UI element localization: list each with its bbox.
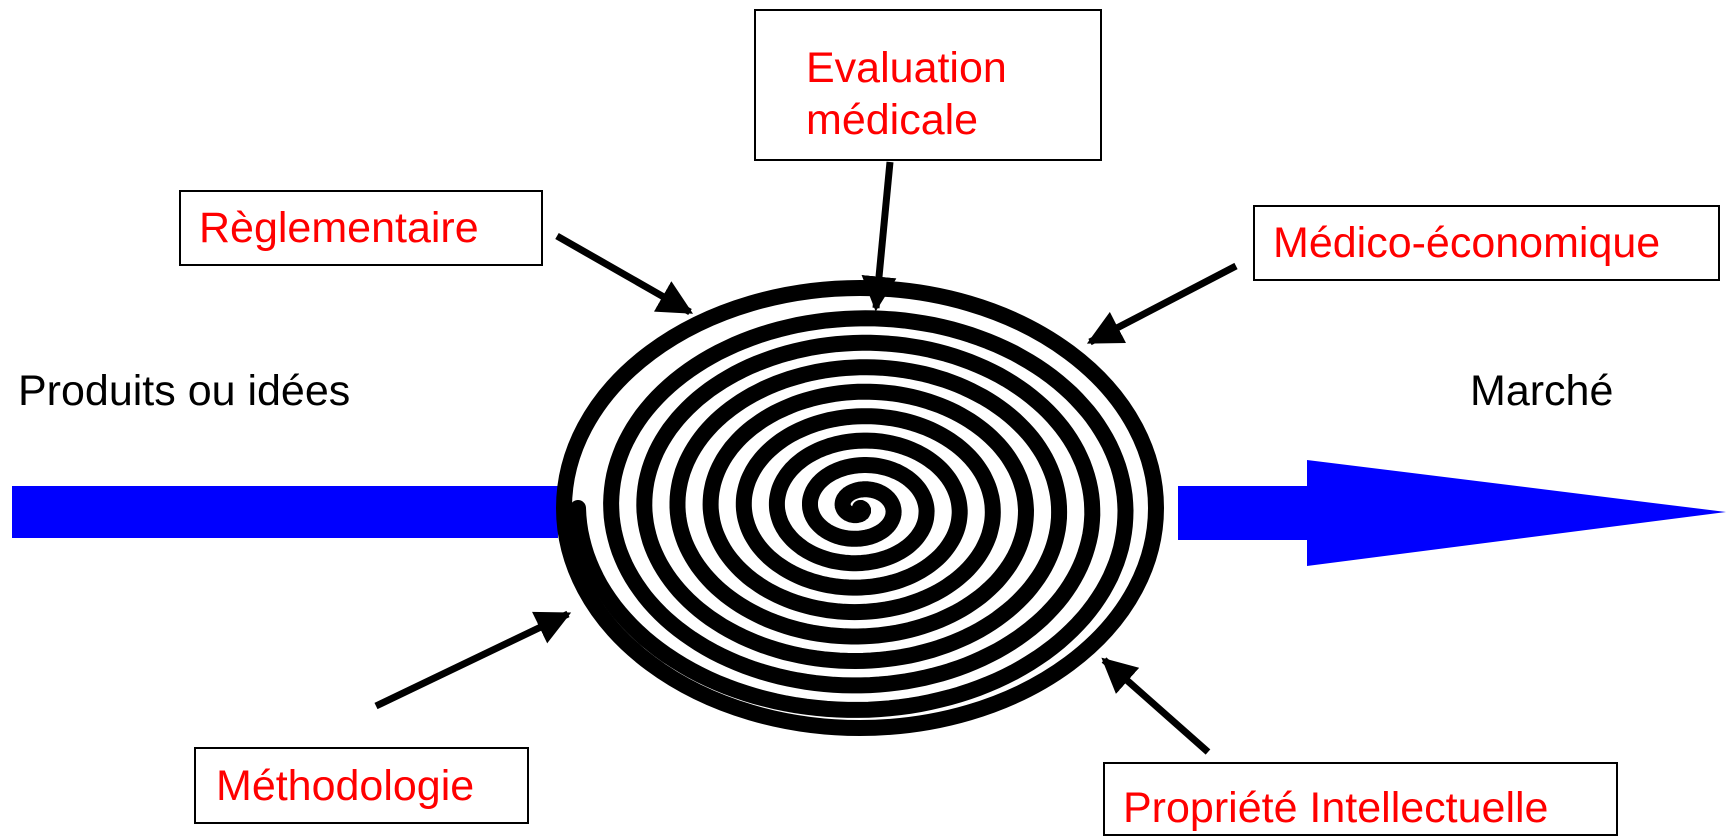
pointer-arrow-methodologie <box>374 610 572 710</box>
pointer-arrow-evaluation <box>861 161 897 312</box>
input-label: Produits ou idées <box>18 367 351 415</box>
factor-box-medico-economique: Médico-économique <box>1253 205 1720 281</box>
pointer-arrow-medico <box>1086 262 1238 346</box>
factor-box-reglementaire: Règlementaire <box>179 190 543 266</box>
factor-evaluation-line2: médicale <box>806 96 979 144</box>
factor-evaluation-line1: Evaluation <box>806 44 1007 92</box>
spiral-icon <box>556 280 1164 736</box>
pointer-arrow-propriete <box>1101 657 1211 755</box>
factor-box-methodologie: Méthodologie <box>194 747 529 824</box>
output-label: Marché <box>1470 367 1614 415</box>
input-flow-bar <box>12 486 558 538</box>
factor-box-evaluation: Evaluation médicale <box>754 9 1102 161</box>
factor-box-propriete-intellectuelle: Propriété Intellectuelle <box>1103 762 1618 836</box>
pointer-arrow-reglementaire <box>555 232 694 316</box>
output-flow-arrow <box>1178 460 1726 566</box>
